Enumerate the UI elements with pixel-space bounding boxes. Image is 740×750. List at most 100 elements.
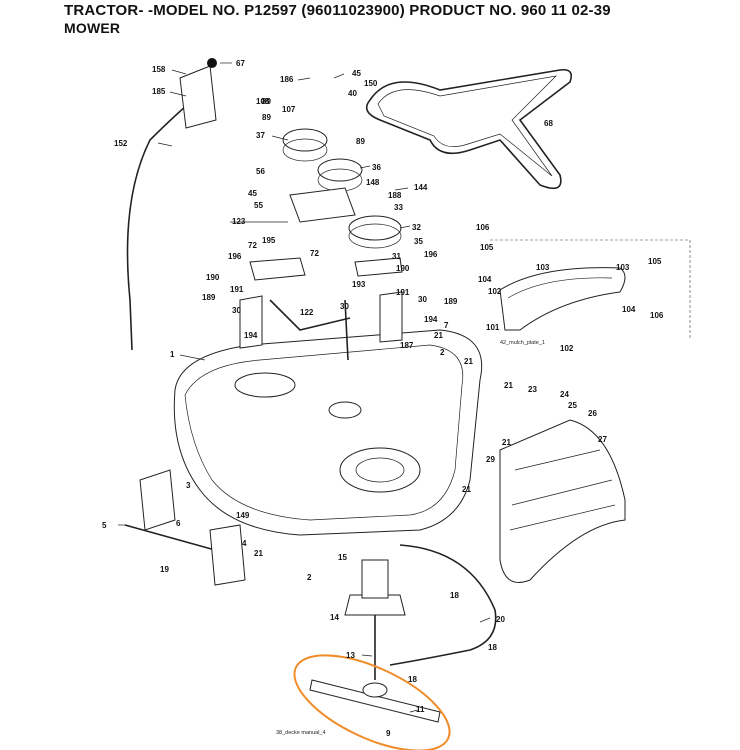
- callout-24: 24: [560, 390, 569, 399]
- callout-194: 194: [424, 315, 438, 324]
- callout-101: 101: [486, 323, 500, 332]
- callout-6: 6: [176, 519, 181, 528]
- callout-2: 2: [440, 348, 445, 357]
- callout-3: 3: [186, 481, 191, 490]
- callout-189: 189: [202, 293, 216, 302]
- callout-18: 18: [488, 643, 497, 652]
- spindle-body: [361, 559, 389, 599]
- pulley-32: [348, 215, 402, 241]
- callout-5: 5: [102, 521, 107, 530]
- callout-149: 149: [236, 511, 250, 520]
- deck-pulley-left: [234, 372, 296, 398]
- blade-highlight-ring: [293, 654, 451, 750]
- idler-bracket: [289, 187, 356, 223]
- callout-45: 45: [352, 69, 361, 78]
- callout-103: 103: [616, 263, 630, 272]
- callout-67: 67: [236, 59, 245, 68]
- control-cable: [126, 89, 206, 351]
- callout-15: 15: [338, 553, 347, 562]
- callout-187: 187: [400, 341, 414, 350]
- deck-manual-caption: 38_decke manual_4: [276, 730, 326, 736]
- page-title: TRACTOR- -MODEL NO. P12597 (96011023900)…: [64, 2, 611, 19]
- idler-pulley-36: [317, 158, 363, 182]
- callout-189: 189: [444, 297, 458, 306]
- callout-30: 30: [418, 295, 427, 304]
- callout-194: 194: [244, 331, 258, 340]
- callout-33: 33: [394, 203, 403, 212]
- mulch-plate: [499, 267, 626, 331]
- callout-36: 36: [372, 163, 381, 172]
- callout-19: 19: [160, 565, 169, 574]
- callout-23: 23: [528, 385, 537, 394]
- callout-26: 26: [588, 409, 597, 418]
- callout-105: 105: [648, 257, 662, 266]
- callout-11: 11: [416, 705, 425, 714]
- callout-21: 21: [502, 438, 511, 447]
- cable-bracket: [179, 65, 217, 129]
- callout-186: 186: [280, 75, 294, 84]
- callout-103: 103: [536, 263, 550, 272]
- callout-89: 89: [262, 113, 271, 122]
- drive-belt: [365, 68, 573, 190]
- callout-9: 9: [386, 729, 391, 738]
- callout-1: 1: [170, 350, 175, 359]
- callout-68: 68: [544, 119, 553, 128]
- callout-45: 45: [248, 189, 257, 198]
- callout-196: 196: [228, 252, 242, 261]
- callout-27: 27: [598, 435, 607, 444]
- callout-18: 18: [408, 675, 417, 684]
- callout-13: 13: [346, 651, 355, 660]
- bracket-3: [139, 469, 176, 531]
- callout-188: 188: [388, 191, 402, 200]
- callout-89: 89: [356, 137, 365, 146]
- callout-7: 7: [444, 321, 449, 330]
- callout-2: 2: [307, 573, 312, 582]
- bracket-4: [209, 524, 246, 586]
- callout-191: 191: [396, 288, 410, 297]
- callout-195: 195: [262, 236, 276, 245]
- callout-102: 102: [488, 287, 502, 296]
- callout-20: 20: [496, 615, 505, 624]
- callout-56: 56: [256, 167, 265, 176]
- deck-spindle-opening: [339, 447, 421, 493]
- callout-30: 30: [232, 306, 241, 315]
- discharge-chute: [499, 419, 626, 583]
- callout-25: 25: [568, 401, 577, 410]
- callout-102: 102: [560, 344, 574, 353]
- callout-37: 37: [256, 131, 265, 140]
- callout-21: 21: [504, 381, 513, 390]
- callout-4: 4: [242, 539, 247, 548]
- callout-21: 21: [462, 485, 471, 494]
- callout-152: 152: [114, 139, 128, 148]
- callout-107: 107: [282, 105, 296, 114]
- callout-106: 106: [650, 311, 664, 320]
- callout-32: 32: [412, 223, 421, 232]
- callout-14: 14: [330, 613, 339, 622]
- callout-105: 105: [480, 243, 494, 252]
- callout-196: 196: [424, 250, 438, 259]
- mower-blade: [309, 679, 441, 723]
- callout-193: 193: [352, 280, 366, 289]
- callout-106: 106: [476, 223, 490, 232]
- callout-148: 148: [366, 178, 380, 187]
- callout-21: 21: [434, 331, 443, 340]
- callout-185: 185: [152, 87, 166, 96]
- callout-40: 40: [348, 89, 357, 98]
- callout-190: 190: [396, 264, 410, 273]
- baffle-20: [389, 544, 497, 666]
- page-subtitle: MOWER: [64, 20, 121, 36]
- callout-29: 29: [486, 455, 495, 464]
- callout-89: 89: [262, 97, 271, 106]
- callout-21: 21: [254, 549, 263, 558]
- idler-pulley-37: [282, 128, 328, 152]
- callout-150: 150: [364, 79, 378, 88]
- callout-123: 123: [232, 217, 246, 226]
- callout-122: 122: [300, 308, 314, 317]
- callout-108: 108: [256, 97, 270, 106]
- callout-30: 30: [340, 302, 349, 311]
- callout-55: 55: [254, 201, 263, 210]
- callout-158: 158: [152, 65, 166, 74]
